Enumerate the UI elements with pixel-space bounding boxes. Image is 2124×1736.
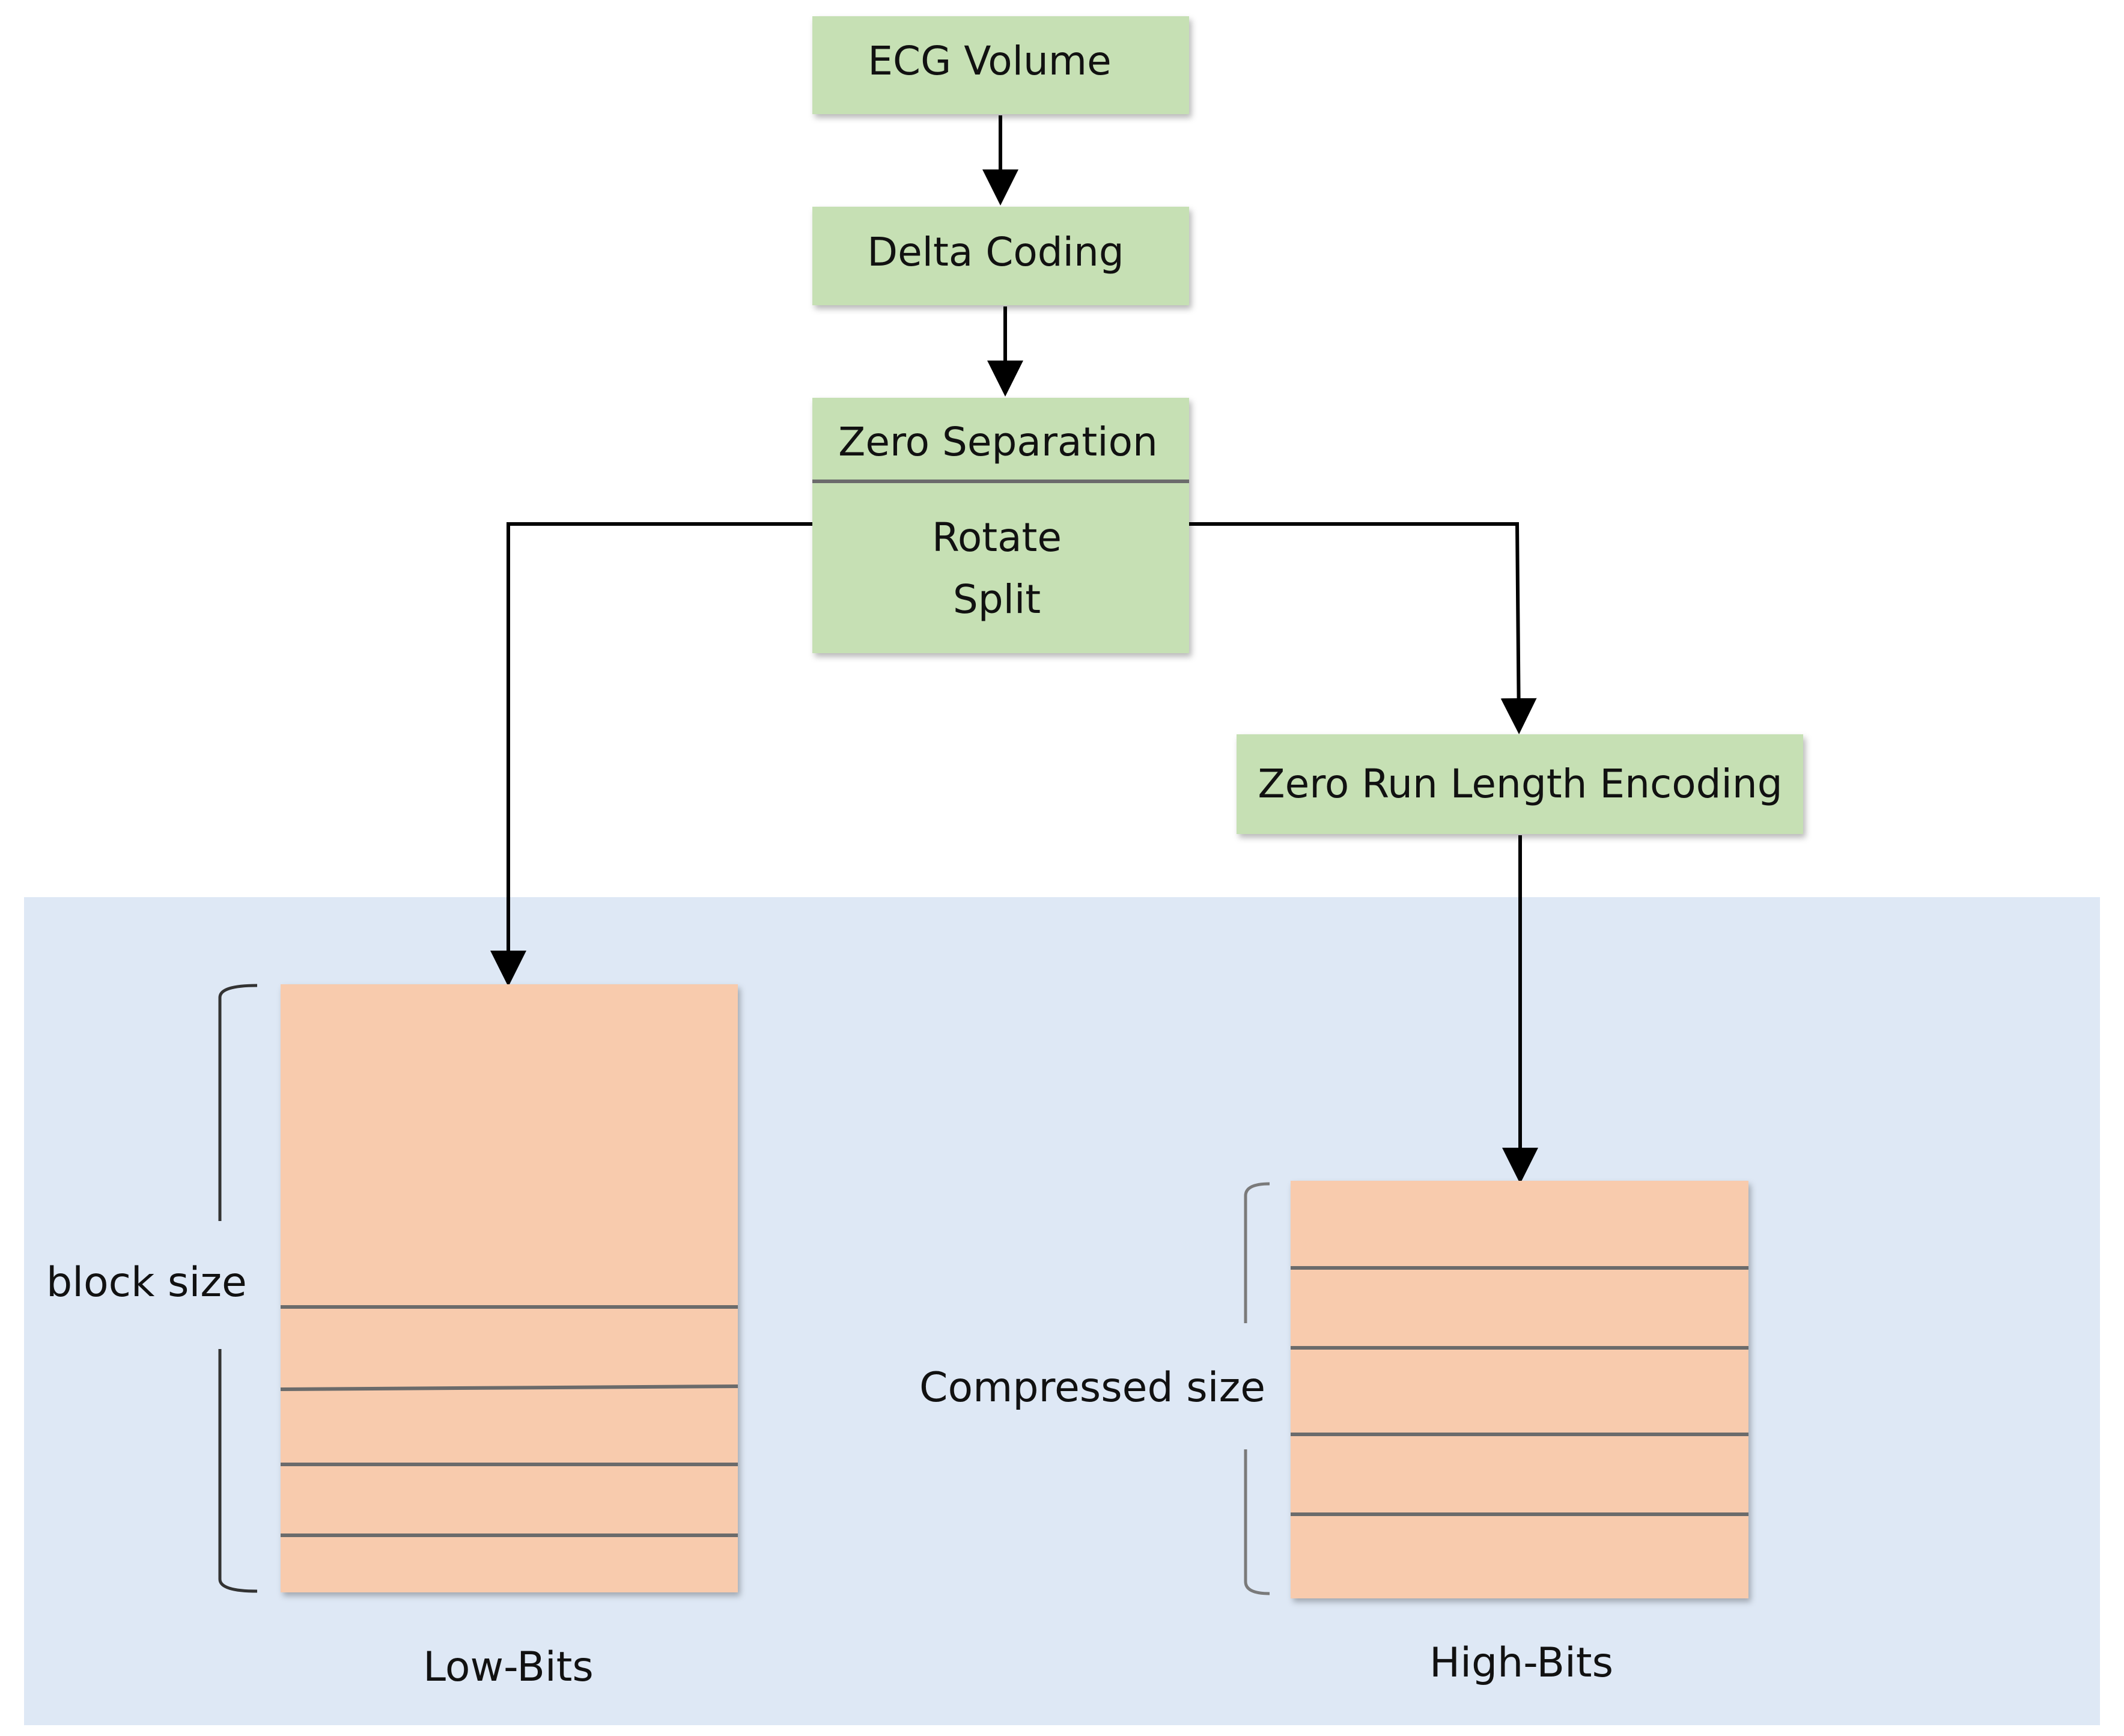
high-bits-label: High-Bits <box>1429 1639 1613 1687</box>
zero-separation-label: Zero Separation <box>838 419 1158 465</box>
block-size-label: block size <box>46 1259 247 1306</box>
low-bits-label: Low-Bits <box>423 1643 594 1691</box>
arrow-split-to-low-bits <box>490 522 812 987</box>
compressed-size-bracket <box>1244 1182 1270 1595</box>
delta-coding-label: Delta Coding <box>867 229 1124 275</box>
zero-rle-box: Zero Run Length Encoding <box>1237 734 1803 834</box>
arrow-split-to-zero-rle <box>1189 522 1537 734</box>
zero-separation-box: Zero Separation Rotate Split <box>812 398 1189 653</box>
compressed-size-label: Compressed size <box>919 1364 1265 1412</box>
zero-rle-label: Zero Run Length Encoding <box>1258 761 1782 807</box>
rotate-label: Rotate <box>932 514 1062 561</box>
high-bits-block <box>1291 1181 1748 1598</box>
delta-coding-box: Delta Coding <box>812 207 1189 305</box>
ecg-volume-box: ECG Volume <box>812 16 1189 114</box>
low-bits-row-divider <box>280 1384 738 1391</box>
ecg-volume-label: ECG Volume <box>868 38 1111 84</box>
low-bits-block <box>280 984 738 1592</box>
split-label: Split <box>953 576 1041 623</box>
block-size-bracket <box>218 984 258 1593</box>
